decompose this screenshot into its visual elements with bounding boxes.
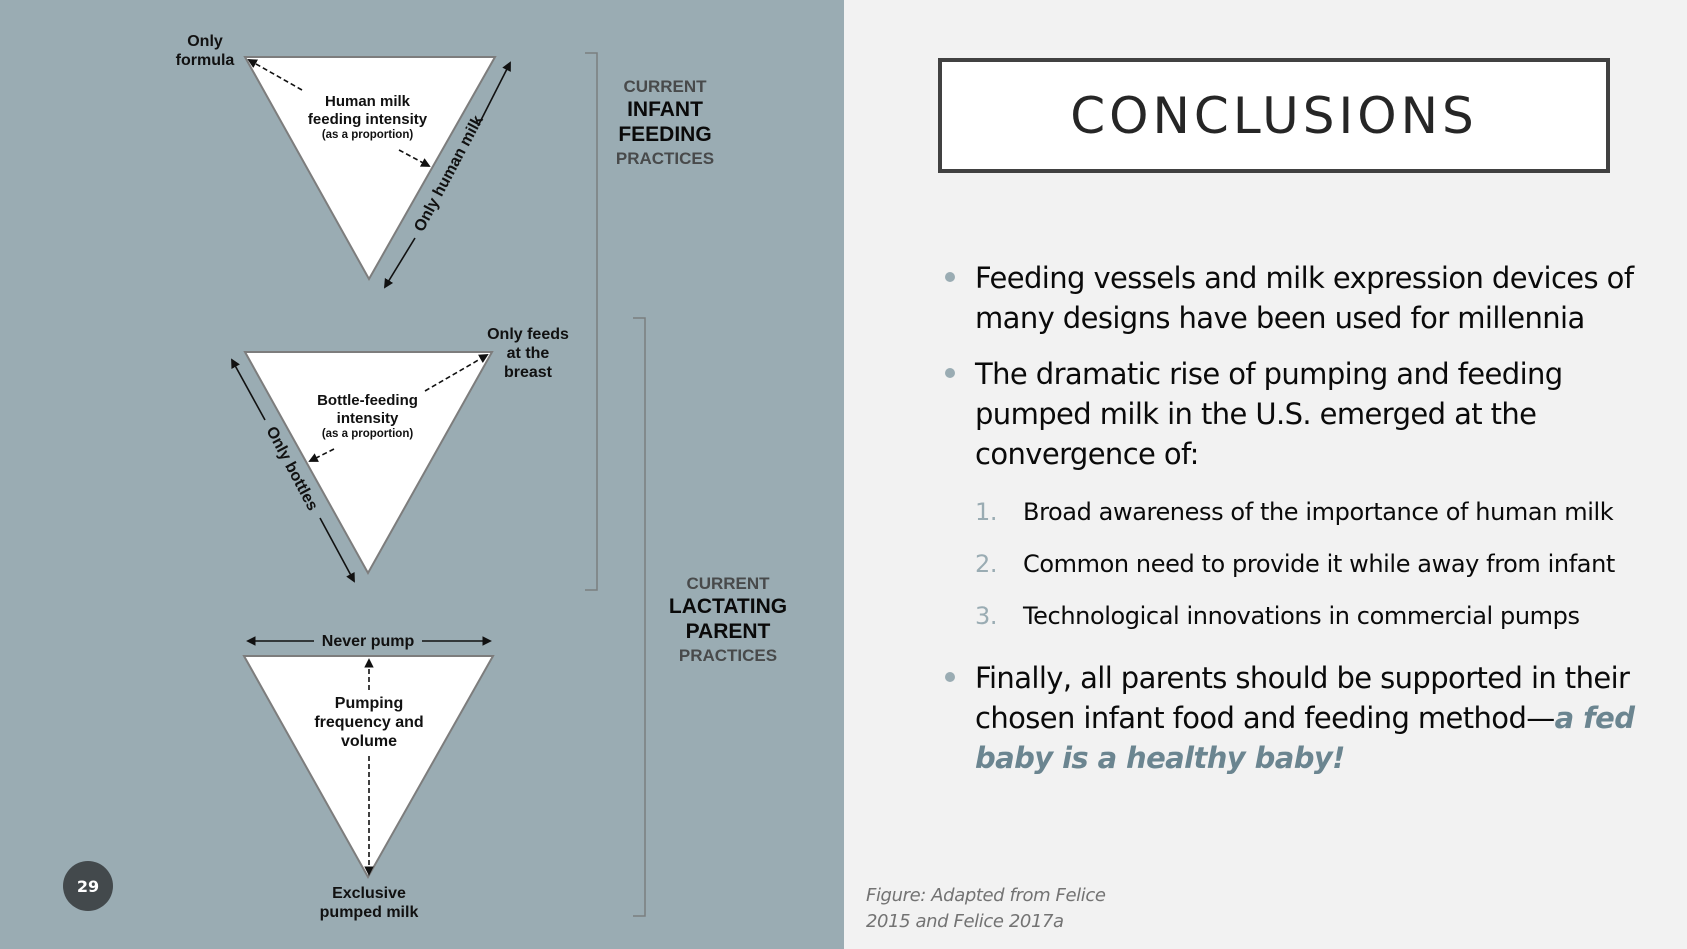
title-line: Pumping bbox=[334, 695, 404, 712]
bullet-dot-icon bbox=[945, 672, 955, 682]
bullet-item: The dramatic rise of pumping and feeding… bbox=[945, 354, 1645, 474]
section-line: PRACTICES bbox=[678, 645, 778, 665]
caption-line: Figure: Adapted from Felice bbox=[866, 885, 1106, 906]
triangle-1-title: Human milk feeding intensity (as a propo… bbox=[290, 93, 445, 143]
edge-arrow-down bbox=[383, 237, 416, 289]
bullet-text: Feeding vessels and milk expression devi… bbox=[975, 261, 1634, 335]
section-line: PARENT bbox=[685, 619, 771, 643]
title-line: frequency and bbox=[314, 714, 424, 732]
edge-arrow-up-2 bbox=[231, 358, 266, 421]
title-line: feeding intensity bbox=[307, 111, 428, 128]
slide-title: CONCLUSIONS bbox=[1070, 86, 1478, 145]
section-line: CURRENT bbox=[623, 77, 707, 96]
arrow-to-edge-2 bbox=[308, 448, 335, 462]
section-line: PRACTICES bbox=[615, 148, 715, 168]
figure-caption: Figure: Adapted from Felice 2015 and Fel… bbox=[866, 883, 1106, 935]
bullet-item: Finally, all parents should be supported… bbox=[945, 658, 1645, 778]
item-number: 3. bbox=[975, 602, 998, 630]
title-line: Bottle-feeding bbox=[317, 392, 418, 409]
bullet-dot-icon bbox=[945, 368, 955, 378]
subtitle: (as a proportion) bbox=[321, 129, 414, 141]
item-text: Broad awareness of the importance of hum… bbox=[1023, 498, 1614, 526]
triangle-human-milk bbox=[243, 56, 497, 282]
bracket-parent bbox=[633, 317, 646, 917]
edge-arrow-up bbox=[477, 61, 511, 127]
numbered-list: 1. Broad awareness of the importance of … bbox=[975, 486, 1645, 642]
bullet-text: The dramatic rise of pumping and feeding… bbox=[975, 357, 1563, 471]
item-number: 1. bbox=[975, 498, 998, 526]
label-exclusive-pumped-milk: Exclusive pumped milk bbox=[304, 884, 434, 922]
arrow-to-edge bbox=[398, 149, 431, 167]
numbered-item: 1. Broad awareness of the importance of … bbox=[975, 486, 1645, 538]
label-only-feeds-at-breast: Only feeds at the breast bbox=[478, 325, 578, 383]
feeding-practices-diagram bbox=[231, 52, 646, 917]
label-only-formula: Only formula bbox=[170, 32, 240, 70]
subtitle: (as a proportion) bbox=[321, 428, 414, 440]
triangle-3-title: Pumping frequency and volume bbox=[300, 694, 438, 752]
label-line: formula bbox=[175, 52, 235, 70]
label-line: breast bbox=[503, 364, 553, 382]
bracket-infant bbox=[585, 52, 598, 591]
title-line: Human milk bbox=[324, 93, 411, 110]
bullet-item: Feeding vessels and milk expression devi… bbox=[945, 258, 1645, 338]
section-line: LACTATING bbox=[668, 595, 788, 619]
bullet-list: Feeding vessels and milk expression devi… bbox=[945, 258, 1645, 794]
arrow-only-breast bbox=[424, 354, 489, 392]
edge-arrow-down-2 bbox=[319, 517, 355, 583]
caption-line: 2015 and Felice 2017a bbox=[866, 911, 1064, 932]
label-line: Only feeds bbox=[487, 326, 569, 343]
label-line: at the bbox=[506, 345, 550, 363]
section-line: CURRENT bbox=[686, 574, 770, 593]
bullet-dot-icon bbox=[945, 272, 955, 282]
label-line: Only bbox=[187, 33, 223, 50]
section-label-infant-feeding: CURRENT INFANT FEEDING PRACTICES bbox=[605, 76, 725, 170]
item-text: Common need to provide it while away fro… bbox=[1023, 550, 1615, 578]
emphasis-text: a fed baby is a healthy baby! bbox=[975, 701, 1635, 775]
slide-title-box: CONCLUSIONS bbox=[938, 58, 1610, 173]
label-never-pump: Never pump bbox=[321, 633, 415, 650]
section-line: INFANT bbox=[627, 98, 703, 122]
arrow-only-formula bbox=[247, 59, 303, 91]
item-number: 2. bbox=[975, 550, 998, 578]
triangle-2-title: Bottle-feeding intensity (as a proportio… bbox=[290, 392, 445, 442]
label-line: Exclusive bbox=[332, 885, 406, 902]
page-number-badge: 29 bbox=[63, 861, 113, 911]
item-text: Technological innovations in commercial … bbox=[1023, 602, 1580, 630]
numbered-item: 2. Common need to provide it while away … bbox=[975, 538, 1645, 590]
numbered-item: 3. Technological innovations in commerci… bbox=[975, 590, 1645, 642]
section-line: FEEDING bbox=[618, 122, 712, 146]
section-label-lactating-parent: CURRENT LACTATING PARENT PRACTICES bbox=[658, 573, 798, 667]
triangle-bottle-feeding bbox=[243, 351, 494, 576]
label-line: pumped milk bbox=[319, 904, 419, 922]
title-line: volume bbox=[340, 733, 397, 751]
bullet-text: Finally, all parents should be supported… bbox=[975, 661, 1630, 735]
title-line: intensity bbox=[336, 410, 399, 427]
